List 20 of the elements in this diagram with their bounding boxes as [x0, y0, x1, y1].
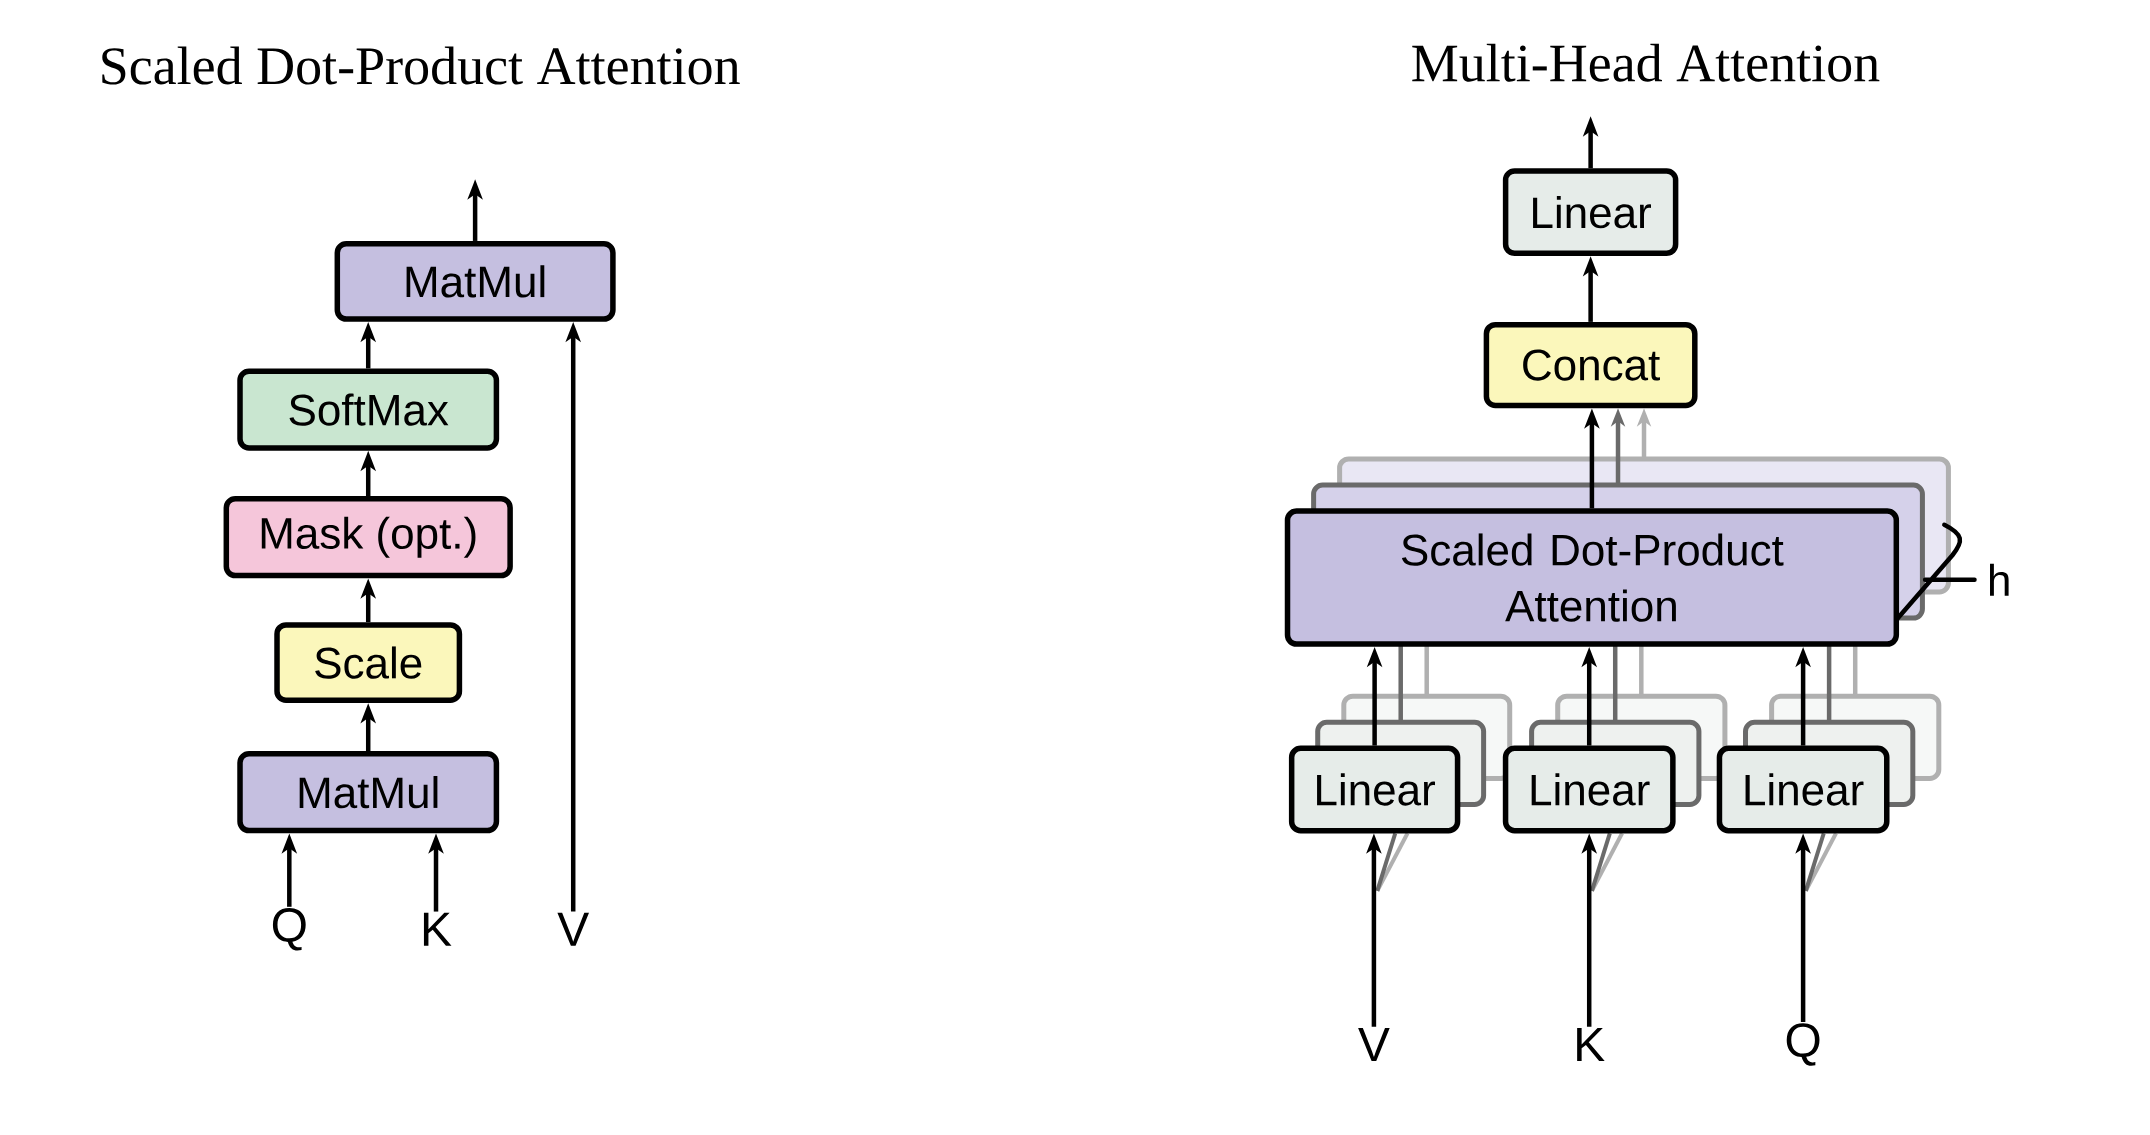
panel-title: Scaled Dot-Product Attention — [102, 46, 740, 85]
layer-box: Concat — [1483, 321, 1698, 409]
input-label: K — [1577, 1027, 1605, 1061]
input-label: K — [423, 912, 452, 946]
input-label: Q — [1786, 1023, 1820, 1066]
layer-box: Scale — [274, 622, 463, 704]
layer-box: Scaled Dot-Product Attention — [1284, 508, 1900, 647]
layer-box: MatMul — [237, 751, 500, 834]
input-label: Q — [272, 908, 306, 951]
layer-box: Linear — [1288, 745, 1461, 834]
layer-box: SoftMax — [237, 368, 500, 451]
panel-title: Multi-Head Attention — [1412, 43, 1880, 82]
head-count-label: h — [1990, 563, 2009, 596]
layer-box: Linear — [1716, 745, 1890, 834]
layer-box: MatMul — [334, 240, 616, 322]
input-label: V — [557, 912, 589, 946]
layer-box: Linear — [1502, 745, 1676, 834]
layer-box: Mask (opt.) — [223, 496, 513, 579]
input-label: V — [1358, 1027, 1390, 1061]
layer-box: Linear — [1502, 168, 1679, 257]
